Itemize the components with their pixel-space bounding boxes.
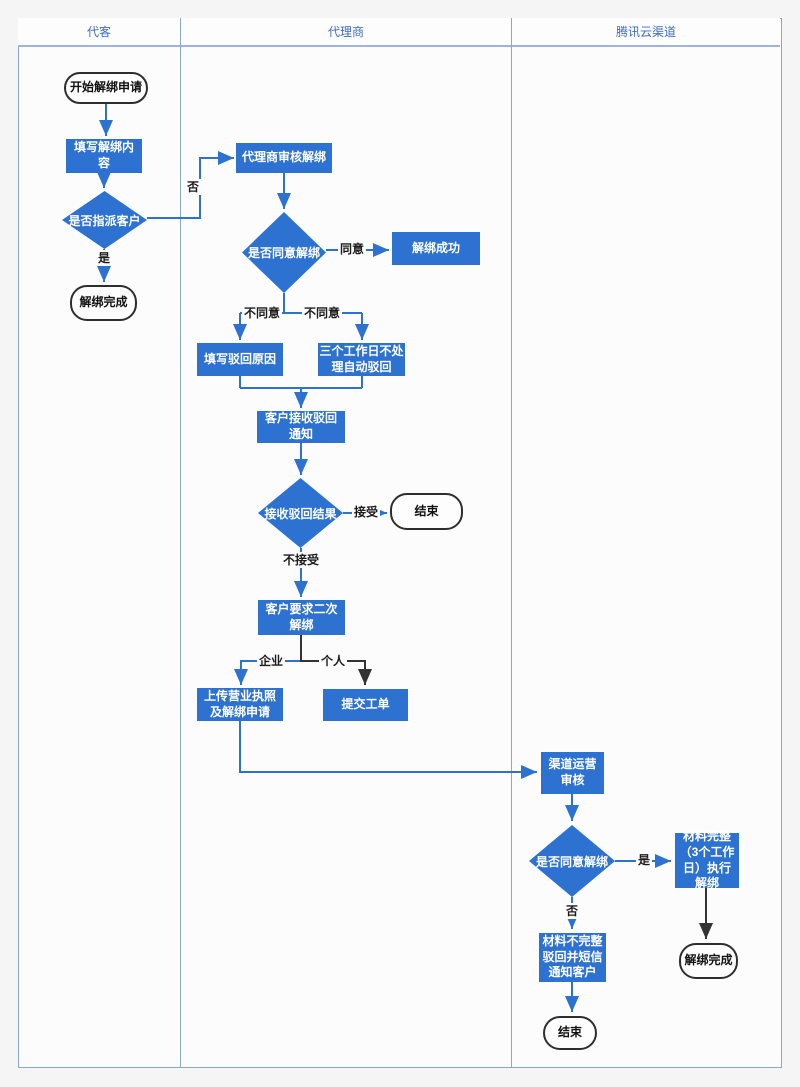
decision-assign-customer: 是否指派客户 [62, 191, 147, 249]
decision-receive-reject-result: 接收驳回结果 [258, 478, 343, 548]
edge-label-yes-channel: 是 [635, 852, 653, 868]
decision-label: 接收驳回结果 [264, 506, 337, 521]
edge-label-personal: 个人 [318, 653, 348, 669]
node-customer-second-unbind: 客户要求二次 解绑 [258, 600, 345, 635]
node-end-lane3: 结束 [543, 1016, 597, 1050]
node-channel-ops-review: 渠道运营 审核 [541, 752, 604, 794]
node-submit-ticket: 提交工单 [323, 689, 408, 721]
decision-channel-agree-unbind: 是否同意解绑 [529, 825, 615, 897]
node-material-incomplete-reject: 材料不完整 驳回并短信 通知客户 [539, 933, 606, 982]
lane-header-tencent-channel: 腾讯云渠道 [512, 18, 780, 45]
edge-label-accept: 接受 [351, 504, 381, 520]
edge-label-agree: 同意 [337, 241, 367, 257]
decision-label: 是否同意解绑 [247, 246, 320, 260]
edge-label-no: 否 [184, 179, 202, 195]
lane-header-label: 代客 [86, 25, 111, 39]
lane-divider-1 [180, 18, 181, 1068]
lane-header-label: 代理商 [327, 25, 364, 39]
decision-label: 是否指派客户 [68, 213, 141, 228]
node-agent-review-unbind: 代理商审核解绑 [236, 143, 332, 173]
node-start-unbind-request: 开始解绑申请 [64, 72, 148, 104]
node-fill-unbind-content: 填写解绑内 容 [66, 139, 142, 173]
node-customer-receive-reject-notice: 客户接收驳回 通知 [257, 411, 345, 443]
node-fill-reject-reason: 填写驳回原因 [197, 343, 283, 376]
node-upload-license-apply: 上传营业执照 及解绑申请 [197, 688, 283, 721]
node-unbind-success: 解绑成功 [392, 232, 480, 265]
edge-label-yes: 是 [95, 250, 113, 266]
decision-label: 是否同意解绑 [535, 854, 608, 869]
lane-header-agent: 代理商 [181, 18, 511, 45]
lane-header-label: 腾讯云渠道 [615, 25, 676, 39]
lane-divider-2 [511, 18, 512, 1068]
node-material-complete-execute: 材料完整 （3个工作 日）执行 解绑 [675, 829, 739, 890]
decision-agent-agree-unbind: 是否同意解绑 [242, 212, 326, 293]
edge-label-not-accept: 不接受 [280, 552, 322, 568]
edge-label-disagree-right: 不同意 [301, 305, 343, 321]
edge-label-enterprise: 企业 [256, 653, 286, 669]
lane-header-customer: 代客 [18, 18, 180, 45]
edge-label-no-channel: 否 [563, 903, 581, 919]
node-unbind-complete-lane3: 解绑完成 [679, 943, 738, 979]
lane-header-row [18, 18, 780, 47]
node-auto-reject-3days: 三个工作日不处 理自动驳回 [318, 343, 405, 376]
edge-label-disagree-left: 不同意 [241, 305, 283, 321]
node-unbind-complete-lane1: 解绑完成 [70, 285, 137, 321]
diagram-frame [18, 18, 782, 1068]
node-end-lane2: 结束 [390, 493, 463, 530]
